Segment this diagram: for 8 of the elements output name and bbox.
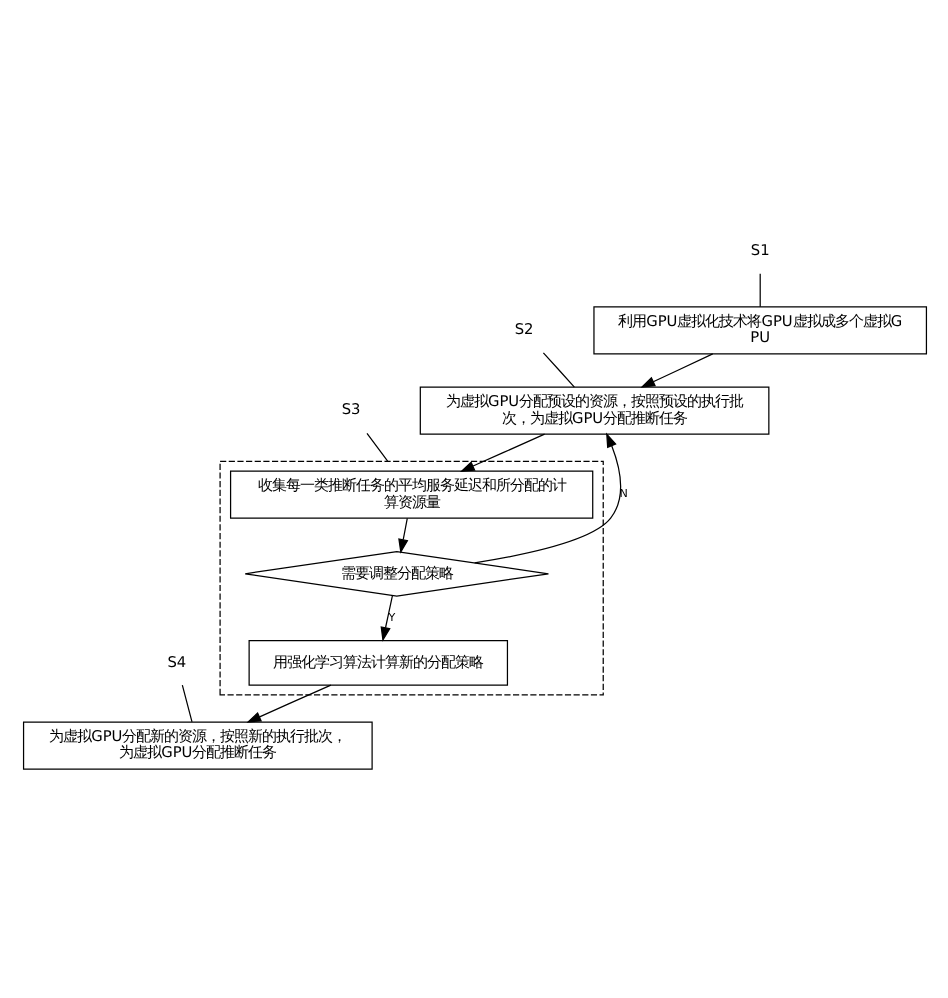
arrow xyxy=(397,517,408,554)
arrow xyxy=(379,594,393,642)
connector xyxy=(365,432,388,462)
arrow xyxy=(245,684,331,723)
connector xyxy=(180,684,192,723)
connector xyxy=(541,352,574,388)
connector xyxy=(758,273,760,308)
arrow xyxy=(473,432,621,564)
